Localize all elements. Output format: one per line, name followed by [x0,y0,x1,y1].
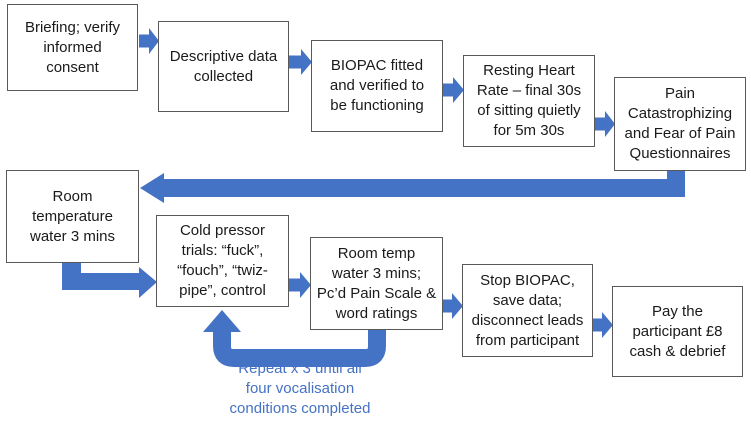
flow-step-descriptive-data-label: Descriptive data collected [169,47,278,85]
flow-step-stop-biopac: Stop BIOPAC, save data; disconnect leads… [462,264,593,357]
flow-step-biopac-fitted: BIOPAC fitted and verified to be functio… [311,40,443,132]
flow-step-resting-heart-rate: Resting Heart Rate – final 30s of sittin… [463,55,595,147]
flow-step-room-temp-water: Room temperature water 3 mins [6,170,139,263]
flow-step-payment-debrief-label: Pay the participant £8 cash & debrief [629,302,726,360]
arrow-questionnaires-to-room-temp [140,171,685,203]
flow-step-room-temp-water-label: Room temperature water 3 mins [29,187,116,245]
flow-step-biopac-fitted-label: BIOPAC fitted and verified to be functio… [329,57,425,114]
arrow-biopac-to-resting [443,77,464,103]
repeat-loop-caption: Repeat x 3 until all four vocalisation c… [229,360,371,417]
flow-step-questionnaires: Pain Catastrophizing and Fear of Pain Qu… [614,77,746,171]
flow-step-questionnaires-label: Pain Catastrophizing and Fear of Pain Qu… [624,85,736,162]
arrow-resting-to-questionnaires [595,111,615,137]
flow-step-resting-heart-rate-label: Resting Heart Rate – final 30s of sittin… [476,62,582,139]
flow-step-briefing-label: Briefing; verify informed consent [24,18,121,76]
flow-step-room-temp-water-2: Room temp water 3 mins; Pc’d Pain Scale … [310,237,443,330]
flow-step-descriptive-data: Descriptive data collected [158,21,289,112]
loop-arrow-head [203,310,241,332]
flow-step-briefing: Briefing; verify informed consent [7,4,138,91]
arrow-room-temp-to-cold-pressor [62,262,157,298]
flow-step-cold-pressor-trials-label: Cold pressor trials: “fuck”, “fouch”, “t… [177,222,268,299]
flow-step-cold-pressor-trials: Cold pressor trials: “fuck”, “fouch”, “t… [156,215,289,307]
loop-arrow-shaft [213,329,386,367]
arrow-stop-biopac-to-payment [593,312,613,338]
flow-step-stop-biopac-label: Stop BIOPAC, save data; disconnect leads… [471,271,584,349]
arrow-briefing-to-descriptive [139,28,159,54]
arrow-cold-pressor-to-room-temp-2 [289,272,311,298]
arrow-room-temp-2-to-stop-biopac [443,293,463,319]
flow-step-payment-debrief: Pay the participant £8 cash & debrief [612,286,743,377]
arrow-descriptive-to-biopac [289,49,312,75]
flow-step-room-temp-water-2-label: Room temp water 3 mins; Pc’d Pain Scale … [316,244,437,322]
